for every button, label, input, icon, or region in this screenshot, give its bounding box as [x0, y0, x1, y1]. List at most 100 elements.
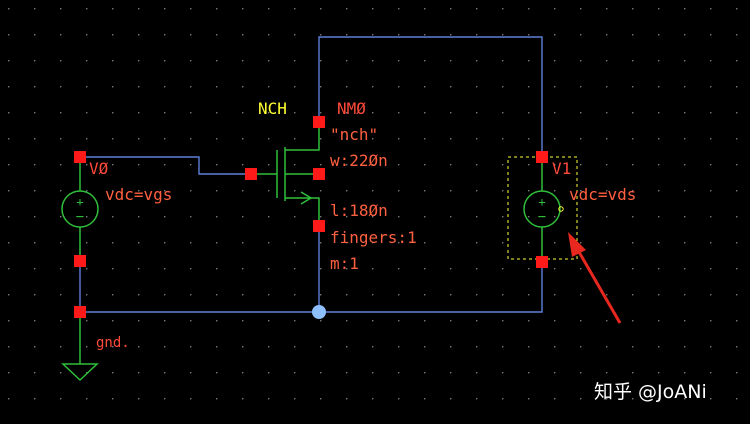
wire-junction-dot[interactable]	[312, 305, 326, 319]
grid-dot	[164, 34, 166, 36]
grid-dot	[580, 372, 582, 374]
grid-dot	[658, 34, 660, 36]
grid-dot	[190, 346, 192, 348]
ground-label: gnd.	[96, 335, 130, 351]
v0-dc-param: vdc=vgs	[105, 185, 172, 204]
grid-dot	[476, 164, 478, 166]
grid-dot	[476, 190, 478, 192]
grid-dot	[60, 346, 62, 348]
grid-dot	[736, 112, 738, 114]
grid-dot	[658, 60, 660, 62]
grid-dot	[710, 138, 712, 140]
grid-dot	[34, 268, 36, 270]
nmos-drain-pin[interactable]	[313, 116, 325, 128]
grid-dot	[710, 346, 712, 348]
source-lead	[285, 197, 320, 226]
grid-dot	[34, 372, 36, 374]
grid-dot	[580, 216, 582, 218]
grid-dot	[164, 60, 166, 62]
grid-dot	[34, 164, 36, 166]
grid-dot	[398, 138, 400, 140]
grid-dot	[164, 268, 166, 270]
grid-dot	[736, 8, 738, 10]
grid-dot	[268, 346, 270, 348]
grid-dot	[450, 60, 452, 62]
grid-dot	[554, 190, 556, 192]
nmos-source-pin[interactable]	[313, 220, 325, 232]
grid-dot	[294, 216, 296, 218]
grid-dot	[424, 138, 426, 140]
grid-dot	[424, 398, 426, 400]
grid-dot	[736, 294, 738, 296]
grid-dot	[398, 268, 400, 270]
grid-dot	[632, 112, 634, 114]
grid-dot	[164, 164, 166, 166]
wire-v0-to-gate[interactable]	[80, 156, 251, 175]
grid-dot	[528, 398, 530, 400]
grid-dot	[606, 268, 608, 270]
grid-dot	[372, 216, 374, 218]
grid-dot	[606, 398, 608, 400]
grid-dot	[502, 164, 504, 166]
grid-dot	[606, 8, 608, 10]
nmos-gate-pin[interactable]	[245, 168, 257, 180]
grid-dot	[268, 164, 270, 166]
grid-dot	[528, 112, 530, 114]
grid-dot	[632, 268, 634, 270]
wire-drain-to-v1[interactable]	[318, 36, 543, 157]
grid-dot	[632, 216, 634, 218]
grid-dot	[294, 320, 296, 322]
watermark-text: 知乎 @JoANi	[594, 381, 707, 403]
grid-dot	[736, 138, 738, 140]
grid-dot	[684, 320, 686, 322]
grid-dot	[112, 34, 114, 36]
grid-dot	[346, 112, 348, 114]
grid-dot	[86, 112, 88, 114]
grid-dot	[60, 164, 62, 166]
grid-dot	[554, 164, 556, 166]
nmos-transistor[interactable]	[251, 122, 320, 226]
grid-dot	[346, 60, 348, 62]
grid-dot	[710, 294, 712, 296]
grid-dot	[294, 294, 296, 296]
grid-dot	[138, 242, 140, 244]
grid-dot	[580, 294, 582, 296]
grid-dot	[190, 190, 192, 192]
grid-dot	[164, 216, 166, 218]
grid-dot	[164, 138, 166, 140]
grid-dot	[658, 216, 660, 218]
wire-gnd-to-v1[interactable]	[80, 262, 543, 313]
grid-dot	[606, 320, 608, 322]
grid-dot	[476, 216, 478, 218]
grid-dot	[8, 294, 10, 296]
grid-dot	[372, 60, 374, 62]
grid-dot	[580, 346, 582, 348]
grid-dot	[320, 346, 322, 348]
v1-plus-pin[interactable]	[536, 151, 548, 163]
ground-symbol[interactable]	[61, 312, 99, 382]
grid-dot	[112, 372, 114, 374]
grid-dot	[320, 190, 322, 192]
v0-plus-pin[interactable]	[74, 151, 86, 163]
v0-minus-pin[interactable]	[74, 255, 86, 267]
grid-dot	[34, 60, 36, 62]
grid-dot	[502, 34, 504, 36]
grid-dot	[8, 138, 10, 140]
grid-dot	[528, 138, 530, 140]
v1-minus-pin[interactable]	[536, 256, 548, 268]
grid-dot	[216, 34, 218, 36]
gnd-pin[interactable]	[74, 306, 86, 318]
grid-dot	[632, 320, 634, 322]
grid-dot	[164, 398, 166, 400]
grid-dot	[528, 320, 530, 322]
grid-dot	[450, 8, 452, 10]
grid-dot	[658, 346, 660, 348]
grid-dot	[710, 34, 712, 36]
grid-dot	[528, 268, 530, 270]
grid-dot	[658, 398, 660, 400]
grid-dot	[502, 8, 504, 10]
grid-dot	[528, 8, 530, 10]
nmos-body-pin[interactable]	[313, 168, 325, 180]
grid-dot	[242, 372, 244, 374]
